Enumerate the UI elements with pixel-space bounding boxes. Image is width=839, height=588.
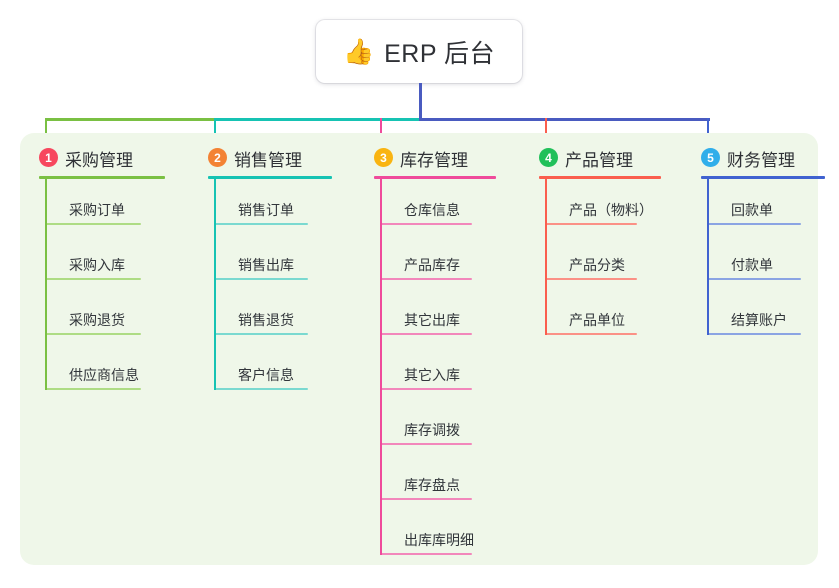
branch-item-label: 库存调拨 (404, 422, 460, 438)
branch-item-label: 其它入库 (404, 367, 460, 383)
branch-number-badge: 5 (701, 148, 720, 167)
root-node[interactable]: 👍 ERP 后台 (316, 20, 522, 83)
branch-title: 财务管理 (727, 150, 795, 170)
branch-item-label: 客户信息 (238, 367, 294, 383)
branch-item-underline (707, 333, 801, 335)
branch-item-underline (380, 498, 472, 500)
branch-number-badge: 1 (39, 148, 58, 167)
branch-item-underline (214, 333, 308, 335)
branch-underline (208, 176, 332, 179)
branch-item-underline (545, 223, 637, 225)
branch-column-3: 3 库存管理仓库信息产品库存其它出库其它入库库存调拨库存盘点出库库明细 (355, 146, 496, 555)
branch-item-underline (380, 333, 472, 335)
branch-item-label: 采购入库 (69, 257, 125, 273)
branch-title: 库存管理 (400, 150, 468, 170)
branch-spine (380, 179, 382, 555)
branch-item-label: 回款单 (731, 202, 773, 218)
branch-item-label: 其它出库 (404, 312, 460, 328)
branch-item-label: 销售订单 (238, 202, 294, 218)
branch-column-1: 1 采购管理采购订单采购入库采购退货供应商信息 (20, 146, 165, 390)
connector-line-horizontal (214, 118, 419, 121)
branch-item-label: 仓库信息 (404, 202, 460, 218)
branch-header-3[interactable]: 3 库存管理 (355, 146, 468, 170)
branch-item-underline (214, 278, 308, 280)
branch-item-label: 产品单位 (569, 312, 625, 328)
branch-header-2[interactable]: 2 销售管理 (189, 146, 302, 170)
branch-underline (701, 176, 825, 179)
branch-item-label: 结算账户 (731, 312, 787, 328)
branch-item-underline (545, 278, 637, 280)
connector-line-vertical (419, 83, 422, 121)
branch-title: 销售管理 (234, 150, 302, 170)
branch-item-label: 产品分类 (569, 257, 625, 273)
branch-item-underline (380, 278, 472, 280)
branch-item-underline (380, 223, 472, 225)
branch-spine (707, 179, 709, 335)
branch-underline (39, 176, 165, 179)
branch-item-underline (380, 388, 472, 390)
branch-item-label: 销售退货 (238, 312, 294, 328)
branch-title: 产品管理 (565, 150, 633, 170)
branch-item-label: 供应商信息 (69, 367, 139, 383)
branch-item-underline (45, 223, 141, 225)
branch-item-underline (45, 333, 141, 335)
branch-spine (45, 179, 47, 390)
branch-title: 采购管理 (65, 150, 133, 170)
thumbs-up-emoji: 👍 (342, 37, 375, 66)
branch-item-label: 采购订单 (69, 202, 125, 218)
branch-underline (374, 176, 496, 179)
branch-item-underline (380, 443, 472, 445)
branches-panel (20, 133, 818, 565)
branch-item-underline (214, 223, 308, 225)
branch-item-label: 付款单 (731, 257, 773, 273)
branch-spine (545, 179, 547, 335)
branch-number-badge: 2 (208, 148, 227, 167)
branch-header-5[interactable]: 5 财务管理 (682, 146, 795, 170)
branch-column-2: 2 销售管理销售订单销售出库销售退货客户信息 (189, 146, 332, 390)
branch-number-badge: 3 (374, 148, 393, 167)
branch-column-5: 5 财务管理回款单付款单结算账户 (682, 146, 825, 335)
root-node-label: ERP 后台 (384, 39, 496, 68)
branch-item-underline (707, 223, 801, 225)
branch-spine (214, 179, 216, 390)
branch-header-1[interactable]: 1 采购管理 (20, 146, 133, 170)
connector-line-horizontal (419, 118, 710, 121)
branch-column-4: 4 产品管理产品（物料） 产品分类产品单位 (520, 146, 661, 335)
branch-item-underline (707, 278, 801, 280)
branch-item-underline (380, 553, 472, 555)
branch-underline (539, 176, 661, 179)
branch-header-4[interactable]: 4 产品管理 (520, 146, 633, 170)
branch-item-label: 销售出库 (238, 257, 294, 273)
branch-item-underline (45, 278, 141, 280)
branch-item-label: 库存盘点 (404, 477, 460, 493)
branch-number-badge: 4 (539, 148, 558, 167)
branch-item-label: 出库库明细 (404, 532, 474, 548)
branch-item-label: 产品（物料） (569, 202, 653, 218)
branch-item-label: 采购退货 (69, 312, 125, 328)
branch-item-underline (214, 388, 308, 390)
branch-item-underline (545, 333, 637, 335)
branch-item-label: 产品库存 (404, 257, 460, 273)
branch-item-underline (45, 388, 141, 390)
connector-line-horizontal (45, 118, 214, 121)
